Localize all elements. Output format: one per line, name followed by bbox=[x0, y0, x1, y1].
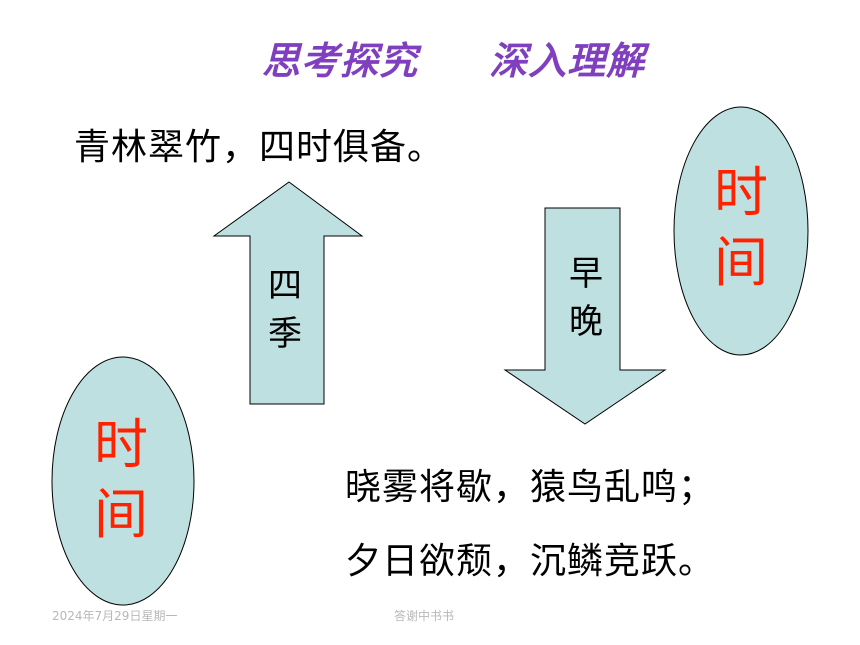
verse-evening: 夕日欲颓，沉鳞竞跃。 bbox=[345, 541, 716, 582]
down-arrow-label-char: 晚 bbox=[569, 302, 603, 342]
slide-title: 思考探究 深入理解 bbox=[262, 39, 646, 83]
ellipse-label-char: 间 bbox=[94, 483, 148, 546]
down-arrow-label: 早 晚 bbox=[566, 250, 606, 346]
time-ellipse-left-label: 时 间 bbox=[88, 410, 154, 550]
up-arrow-label-char: 季 bbox=[268, 314, 302, 354]
verse-morning: 晓雾将歇，猿鸟乱鸣； bbox=[345, 467, 716, 508]
time-ellipse-left bbox=[51, 356, 195, 606]
verse-four-seasons: 青林翠竹，四时俱备。 bbox=[74, 127, 445, 168]
ellipse-label-char: 间 bbox=[714, 231, 768, 294]
ellipse-label-char: 时 bbox=[94, 413, 148, 476]
time-ellipse-right-label: 时 间 bbox=[708, 158, 774, 298]
up-arrow-label-char: 四 bbox=[268, 266, 302, 306]
ellipse-label-char: 时 bbox=[714, 161, 768, 224]
down-arrow-shape bbox=[503, 207, 667, 425]
down-arrow-label-char: 早 bbox=[569, 254, 603, 294]
footer-date: 2024年7月29日星期一 bbox=[52, 609, 178, 623]
footer-title: 答谢中书书 bbox=[394, 609, 455, 623]
up-arrow-shape bbox=[212, 181, 364, 405]
up-arrow-label: 四 季 bbox=[265, 262, 305, 358]
time-ellipse-right bbox=[673, 106, 809, 356]
